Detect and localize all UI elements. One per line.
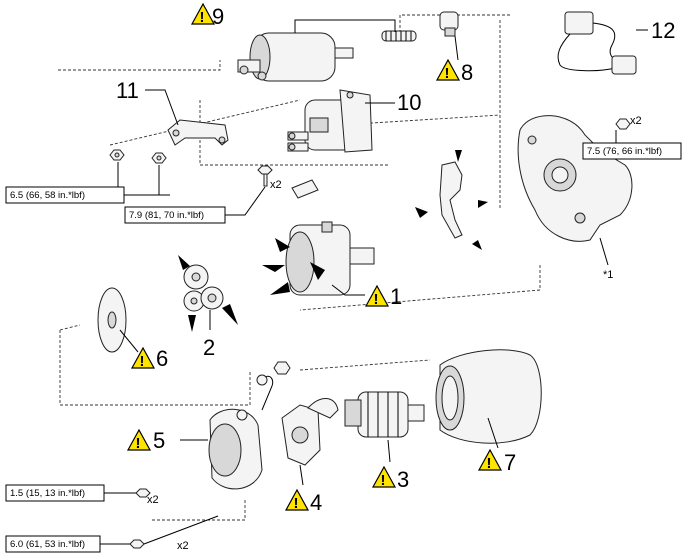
qty-middle: x2 (270, 179, 282, 191)
torque-text-4: 1.5 (15, 13 in.*lbf) (10, 488, 85, 499)
svg-text:12: 12 (651, 18, 675, 43)
qty-lower-2: x2 (177, 540, 189, 552)
callout-7: ! 7 (477, 448, 516, 475)
bolt-long (129, 515, 219, 549)
callout-12: 12 (651, 18, 675, 43)
part-11-bracket (167, 119, 229, 146)
torque-text-3: 7.5 (76, 66 in.*lbf) (587, 146, 662, 157)
part-2-gears (183, 264, 224, 312)
part-5-end-frame (208, 374, 274, 490)
part-10-switch-housing (287, 89, 373, 153)
nut-left-a (109, 149, 125, 161)
part-6-plate (97, 287, 127, 353)
svg-text:8: 8 (461, 60, 473, 85)
warning-icon (190, 2, 216, 25)
bolt-middle (257, 165, 273, 187)
part-3-armature (344, 391, 425, 438)
qty-lower-1: x2 (147, 494, 159, 506)
torque-box-2: 7.9 (81, 70 in.*lbf) (124, 206, 226, 224)
brush-nut (273, 361, 291, 375)
warning-icon (284, 488, 310, 511)
callout-10: 10 (397, 90, 421, 115)
svg-text:!: ! (445, 65, 450, 82)
callout-3: ! 3 (371, 465, 409, 492)
callout-6: ! 6 (130, 346, 168, 371)
part-8-plunger (439, 11, 459, 37)
warning-icon (435, 58, 461, 81)
callout-2: 2 (203, 335, 215, 360)
warning-icon (130, 346, 156, 369)
clutch-arrows (262, 238, 325, 295)
torque-box-4: 1.5 (15, 13 in.*lbf) (5, 484, 105, 502)
svg-text:11: 11 (116, 78, 139, 103)
svg-text:10: 10 (397, 90, 421, 115)
svg-text:7: 7 (504, 450, 516, 475)
svg-text:!: ! (374, 291, 379, 308)
callout-1: ! 1 (364, 284, 402, 309)
warning-icon (364, 284, 390, 307)
svg-text:2: 2 (203, 335, 215, 360)
svg-text:!: ! (381, 472, 386, 489)
svg-text:5: 5 (153, 428, 165, 453)
part-7-yoke (435, 349, 542, 444)
bolt-short (135, 488, 151, 498)
torque-box-3: 7.5 (76, 66 in.*lbf) (582, 142, 682, 160)
part-starter-housing (517, 115, 633, 242)
svg-text:!: ! (294, 495, 299, 512)
svg-text:!: ! (140, 353, 145, 370)
torque-text-1: 6.5 (66, 58 in.*lbf) (10, 190, 85, 201)
torque-box-5: 6.0 (61, 53 in.*lbf) (5, 535, 101, 553)
callout-9: ! 9 (190, 2, 224, 29)
nut-left-b (151, 152, 167, 164)
warning-icon (126, 428, 152, 451)
warning-icon (477, 448, 503, 471)
svg-text:!: ! (136, 435, 141, 452)
part-drive-lever (439, 161, 463, 239)
warning-icon (371, 465, 397, 488)
torque-box-1: 6.5 (66, 58 in.*lbf) (5, 186, 125, 204)
svg-text:!: ! (487, 455, 492, 472)
svg-text:4: 4 (310, 490, 322, 515)
torque-text-5: 6.0 (61, 53 in.*lbf) (10, 539, 85, 550)
callout-8: ! 8 (435, 58, 473, 85)
svg-text:3: 3 (397, 467, 409, 492)
callout-4: ! 4 (284, 488, 322, 515)
part-1-clutch (285, 221, 375, 296)
svg-text:9: 9 (212, 4, 224, 29)
svg-text:!: ! (200, 9, 205, 26)
rubber-grommet (291, 179, 319, 199)
svg-text:6: 6 (156, 346, 168, 371)
part-9-magnet-switch (237, 30, 417, 82)
callout-5: ! 5 (126, 428, 165, 453)
svg-text:1: 1 (390, 284, 402, 309)
housing-nut (615, 118, 631, 130)
callout-11: 11 (116, 78, 139, 103)
torque-text-2: 7.9 (81, 70 in.*lbf) (129, 210, 204, 221)
part-4-brush-holder (281, 398, 339, 466)
gear-arrows (178, 255, 238, 332)
part-12-wire-harness (557, 11, 637, 75)
lever-arrows (415, 150, 488, 250)
qty-upper-right: x2 (630, 115, 642, 127)
note-star1: *1 (603, 269, 613, 281)
